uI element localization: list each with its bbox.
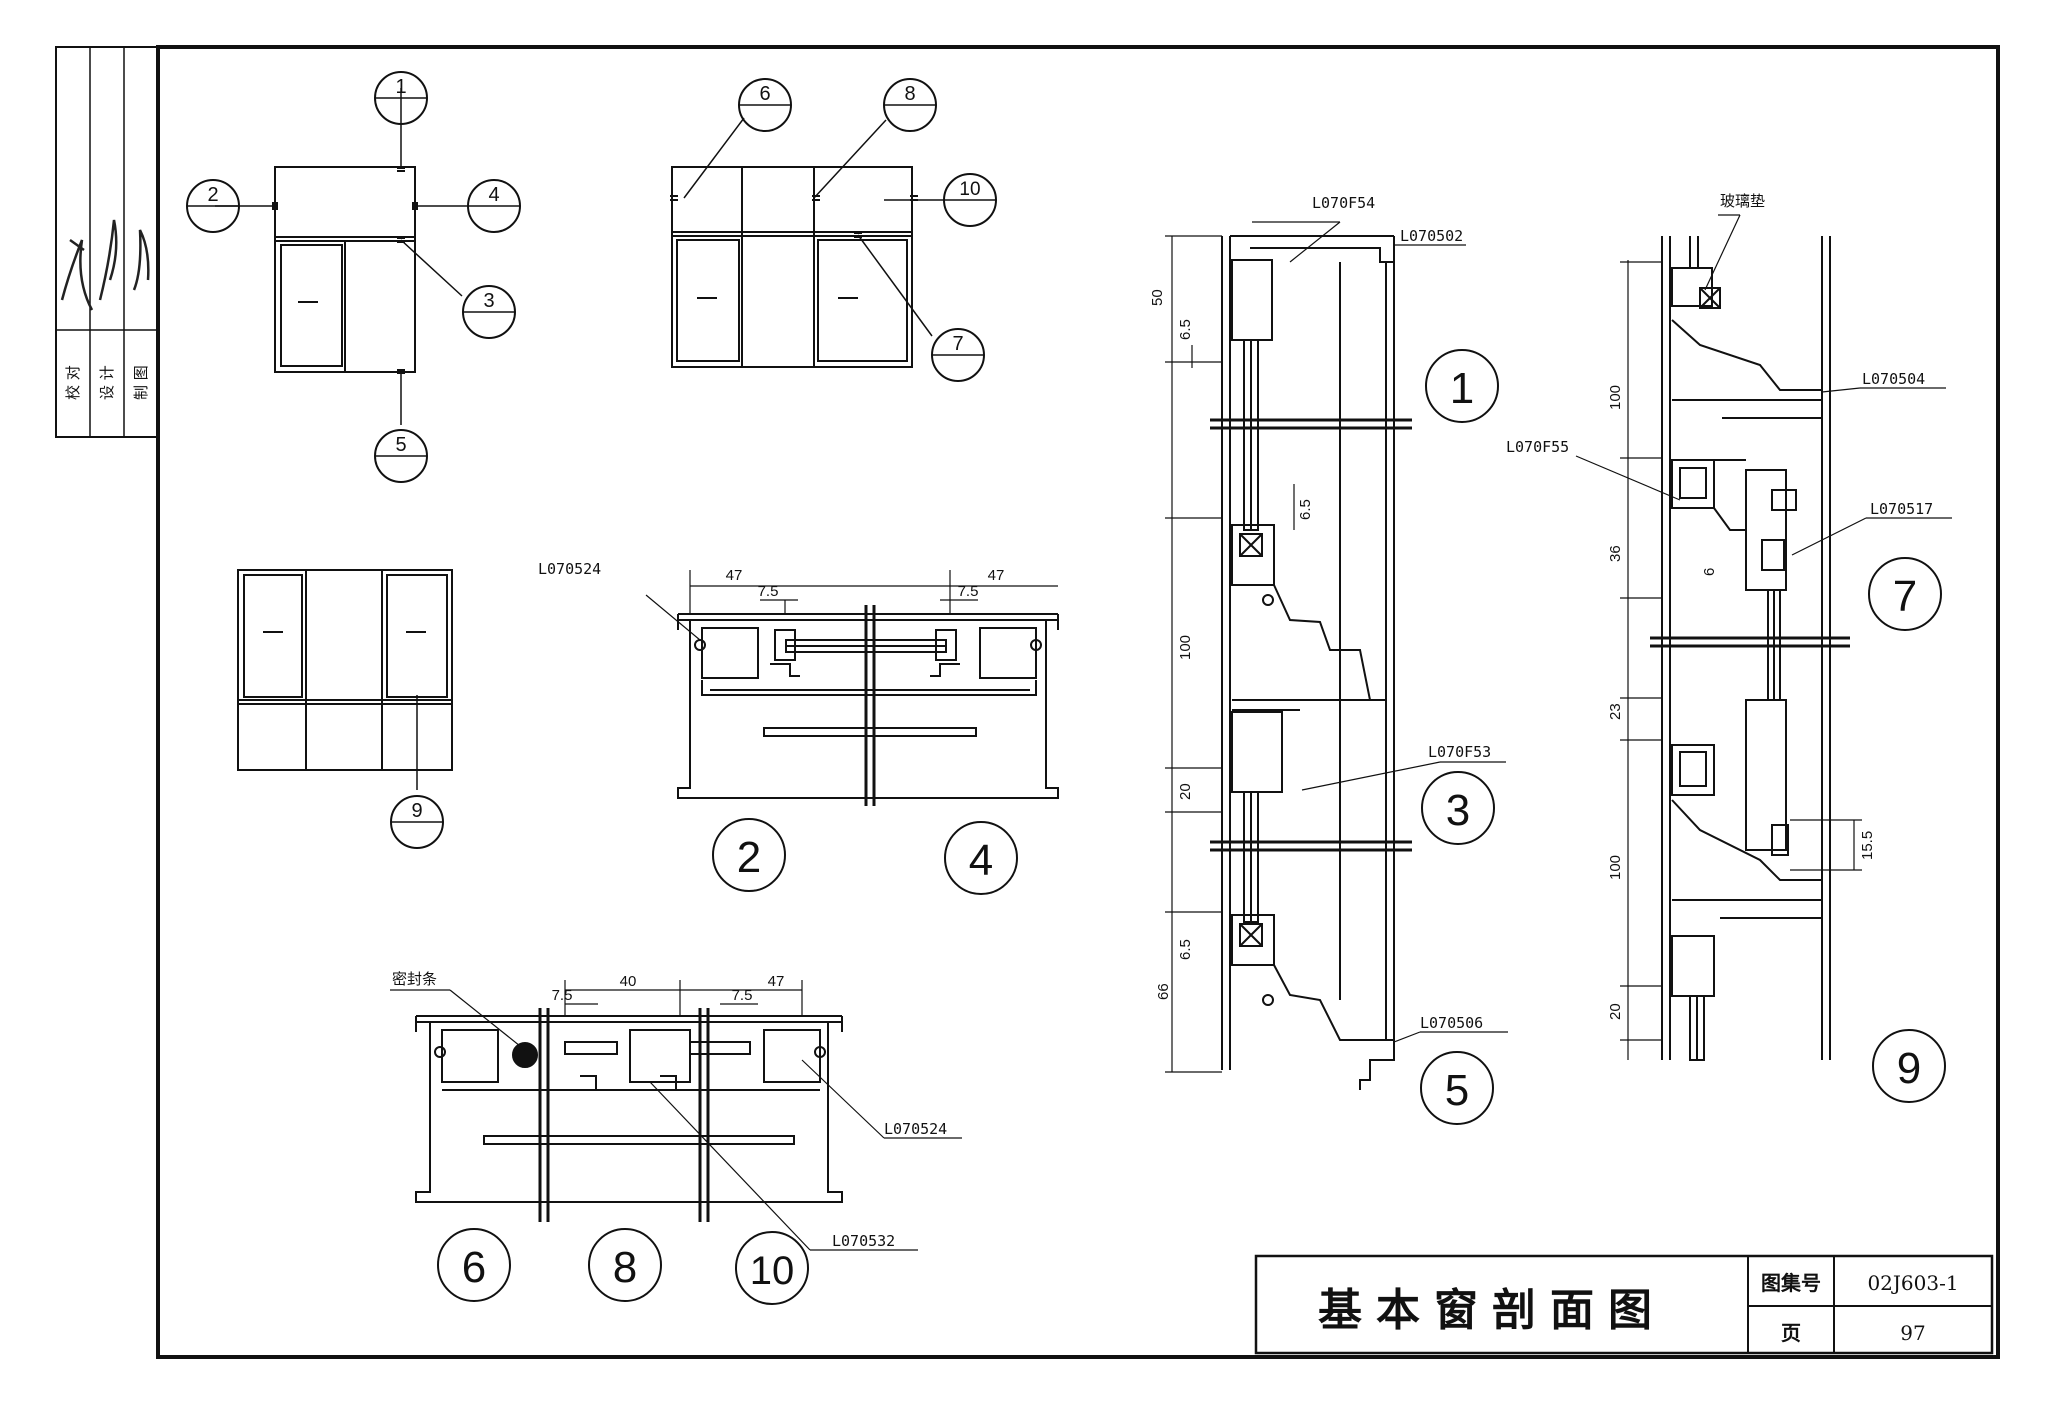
callout-9: 9 [411, 800, 422, 822]
sheet-title: 基本窗剖面图 [1318, 1285, 1666, 1336]
dim-47-left: 47 [726, 567, 743, 584]
section-1: 1 [1450, 364, 1474, 413]
part-l070502: L070502 [1400, 227, 1463, 245]
part-l070f54: L070F54 [1312, 194, 1375, 212]
section-bubbles [437, 349, 1946, 1305]
dim-100-b: 100 [1607, 385, 1624, 410]
dim-6-5-c: 6.5 [1177, 939, 1194, 960]
part-l070504: L070504 [1862, 370, 1925, 388]
callout-1: 1 [395, 76, 406, 98]
elevation-b [670, 117, 944, 368]
sheet-border [156, 45, 2000, 1359]
part-l070524-bottom: L070524 [884, 1120, 947, 1138]
sign-row-draw: 制 图 [132, 365, 150, 400]
section-6: 6 [462, 1243, 486, 1292]
section-8: 8 [613, 1243, 637, 1292]
section-bubble-labels: 2 4 6 8 10 1 3 5 7 9 [462, 364, 1921, 1293]
section-2: 2 [737, 833, 761, 882]
dim-7-5-left: 7.5 [758, 583, 779, 600]
page-label: 页 [1781, 1321, 1801, 1345]
section-7: 7 [1893, 572, 1917, 621]
sign-block: 校 对 设 计 制 图 [55, 46, 159, 438]
dim-100-c: 100 [1607, 855, 1624, 880]
page-number: 97 [1900, 1321, 1925, 1345]
dim-36: 36 [1607, 545, 1624, 562]
callout-4: 4 [488, 184, 499, 206]
dim-7-5-right: 7.5 [958, 583, 979, 600]
dim-100-a: 100 [1177, 635, 1194, 660]
part-seal-strip: 密封条 [392, 971, 437, 988]
callout-2: 2 [207, 184, 218, 206]
atlas-label: 图集号 [1761, 1271, 1821, 1295]
dim-20-a: 20 [1177, 783, 1194, 800]
callout-7: 7 [952, 333, 963, 355]
dim-6-5-a: 6.5 [1177, 319, 1194, 340]
title-block: 基本窗剖面图 图集号 02J603-1 页 97 [1254, 1254, 1994, 1355]
dim-7-5-b1: 7.5 [552, 987, 573, 1004]
dim-6-5-b: 6.5 [1297, 499, 1314, 520]
sign-row-check: 校 对 [64, 365, 82, 400]
part-l070532: L070532 [832, 1232, 895, 1250]
dimension-labels: 47 7.5 47 7.5 7.5 40 7.5 47 50 6.5 6.5 1… [552, 289, 1876, 1020]
part-glass-pad: 玻璃垫 [1720, 193, 1765, 210]
callout-10: 10 [959, 179, 980, 200]
callouts [186, 71, 997, 849]
dim-7-5-b2: 7.5 [732, 987, 753, 1004]
dim-20-b: 20 [1607, 1003, 1624, 1020]
section-1-3-5-drawing [1165, 221, 1508, 1090]
section-2-4-drawing [645, 570, 1059, 806]
callout-6: 6 [759, 83, 770, 105]
elevation-a [215, 88, 468, 425]
sign-row-design: 设 计 [98, 365, 116, 400]
atlas-number: 02J603-1 [1867, 1271, 1958, 1295]
callout-labels: 1 2 4 3 5 6 8 10 7 9 [207, 76, 980, 822]
dim-47-right: 47 [988, 567, 1005, 584]
dim-6: 6 [1701, 568, 1718, 576]
section-4: 4 [969, 836, 993, 885]
dim-23: 23 [1607, 703, 1624, 720]
part-labels: L070524 L070524 L070532 密封条 L070F54 L070… [392, 193, 1933, 1250]
elevation-c [237, 569, 453, 790]
section-3: 3 [1446, 786, 1470, 835]
dim-47-b: 47 [768, 973, 785, 990]
section-6-8-10-drawing [390, 980, 962, 1251]
part-l070524-top: L070524 [538, 560, 601, 578]
callout-5: 5 [395, 434, 406, 456]
dim-50: 50 [1149, 289, 1166, 306]
section-10: 10 [750, 1249, 795, 1293]
callout-8: 8 [904, 83, 915, 105]
dim-40: 40 [620, 973, 637, 990]
section-5: 5 [1445, 1066, 1469, 1115]
callout-3: 3 [483, 290, 494, 312]
part-l070517: L070517 [1870, 500, 1933, 518]
part-l070506: L070506 [1420, 1014, 1483, 1032]
section-9: 9 [1897, 1044, 1921, 1093]
signature [60, 219, 150, 311]
dim-66: 66 [1155, 983, 1172, 1000]
part-l070f53: L070F53 [1428, 743, 1491, 761]
part-l070f55: L070F55 [1506, 438, 1569, 456]
dim-15-5: 15.5 [1859, 831, 1876, 860]
section-7-9-drawing [1575, 214, 1952, 1061]
